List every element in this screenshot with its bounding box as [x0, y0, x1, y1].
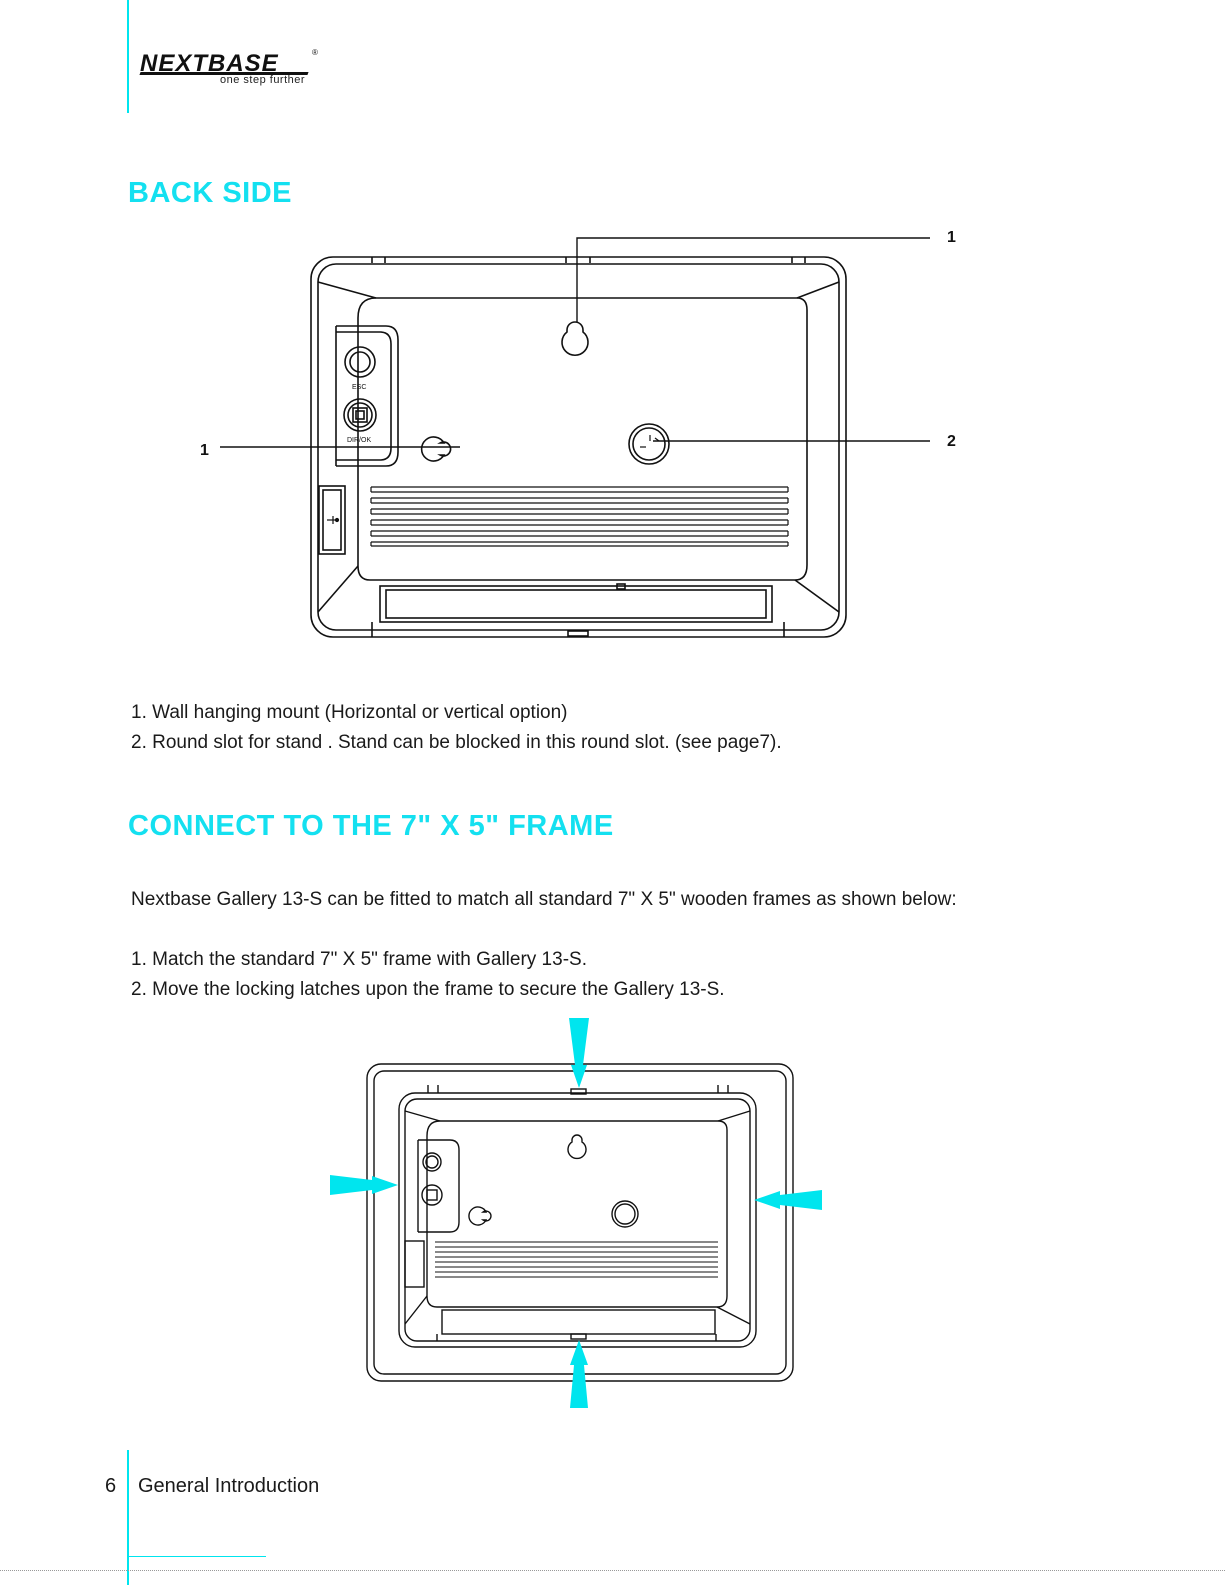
callout-wall-mount-top: 1 — [947, 229, 956, 246]
logo-tagline: one step further — [220, 74, 306, 86]
page-bottom-rule — [0, 1570, 1225, 1571]
nextbase-logo: NEXTBASE ® one step further — [139, 48, 325, 90]
connect-step-1: 1. Match the standard 7" X 5" frame with… — [131, 949, 587, 970]
arrow-up-icon — [570, 1340, 588, 1408]
connect-intro: Nextbase Gallery 13-S can be fitted to m… — [131, 889, 957, 910]
footer-section-title: General Introduction — [138, 1475, 320, 1497]
header-accent-line — [127, 0, 129, 113]
arrow-down-icon — [569, 1018, 589, 1088]
connect-heading: CONNECT TO THE 7" X 5" FRAME — [128, 810, 614, 842]
frame-fitting-diagram — [330, 1018, 822, 1408]
dir-ok-label: DIR/OK — [347, 437, 371, 444]
arrow-left-icon — [754, 1190, 822, 1210]
callout-wall-mount-left: 1 — [200, 442, 209, 459]
page-number: 6 — [105, 1475, 117, 1497]
arrow-right-icon — [330, 1175, 398, 1195]
callout-stand-slot: 2 — [947, 433, 956, 450]
stand-slot-arrows-icon — [640, 435, 660, 448]
connect-step-2: 2. Move the locking latches upon the fra… — [131, 979, 725, 1000]
footer-cyan-rule — [128, 1556, 266, 1557]
usb-icon — [327, 516, 340, 524]
footer-accent-line — [127, 1450, 129, 1585]
back-side-item-2: 2. Round slot for stand . Stand can be b… — [131, 732, 782, 753]
esc-label: ESC — [352, 384, 366, 391]
back-side-heading: BACK SIDE — [128, 177, 293, 209]
back-side-diagram: ESC DIR/OK — [220, 237, 930, 638]
back-side-item-1: 1. Wall hanging mount (Horizontal or ver… — [131, 702, 568, 723]
latch-arrows — [330, 1018, 822, 1408]
registered-mark: ® — [312, 48, 318, 57]
